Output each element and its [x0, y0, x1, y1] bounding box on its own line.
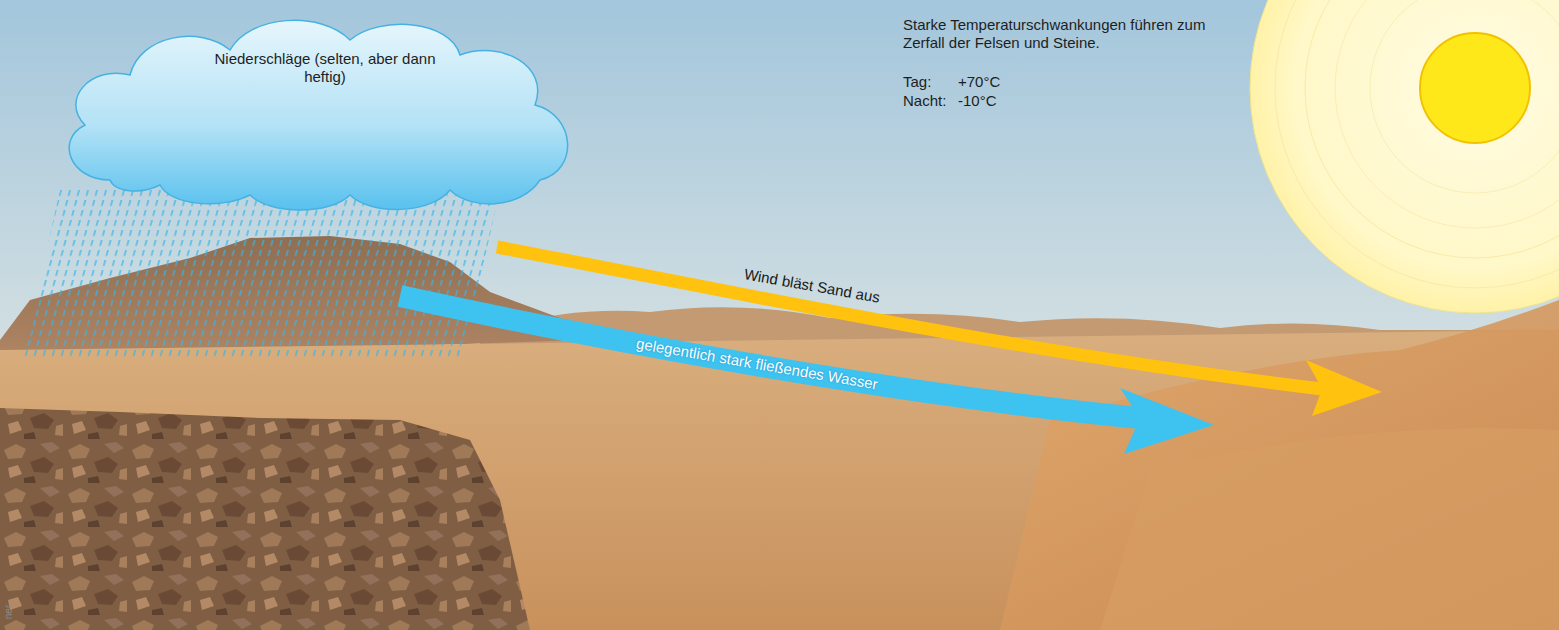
cloud-node: Niederschläge (selten, aber dann heftig)	[50, 10, 580, 215]
cloud-label: Niederschläge (selten, aber dann heftig)	[210, 50, 440, 86]
temperature-value: -10°C	[958, 92, 997, 110]
water-arrowhead	[1120, 388, 1214, 454]
water-arrow	[400, 296, 1140, 418]
cloud-outline	[50, 10, 580, 215]
wind-arrow	[497, 247, 1322, 389]
credit-watermark: ner	[3, 605, 15, 619]
wind-arrowhead	[1306, 360, 1382, 416]
note-text: Starke Temperaturschwankungen führen zum…	[903, 16, 1248, 52]
temperature-key: Nacht:	[903, 92, 946, 110]
temperature-value: +70°C	[958, 73, 1000, 91]
cloud-text: Niederschläge (selten, aber dann heftig)	[210, 50, 440, 86]
temperature-key: Tag:	[903, 73, 931, 91]
